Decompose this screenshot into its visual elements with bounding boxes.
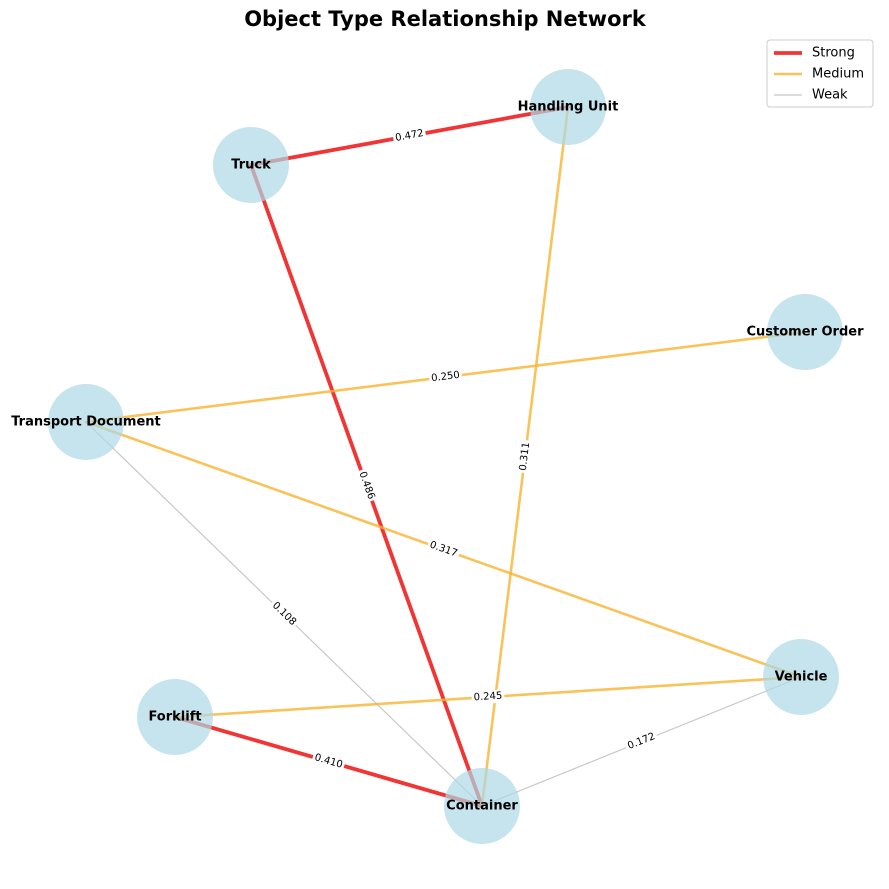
edge-label-group: 0.172 — [623, 729, 660, 754]
node-transport-document — [48, 384, 124, 460]
edge-label-group: 0.317 — [425, 537, 462, 562]
edge-label-background — [516, 439, 534, 474]
node-truck — [213, 127, 289, 203]
edge-label-group: 0.410 — [311, 750, 346, 773]
node-label-vehicle: Vehicle — [775, 670, 828, 685]
edge-label-background — [471, 689, 505, 705]
edge-weight-label: 0.250 — [431, 370, 461, 384]
edge-weight-label: 0.486 — [356, 470, 376, 501]
edge-label-group: 0.311 — [516, 439, 534, 474]
edge-weight-label: 0.172 — [626, 731, 657, 752]
edge-label-group: 0.245 — [471, 689, 505, 705]
edge-label-background — [623, 729, 660, 754]
edge-label-background — [267, 597, 301, 631]
edge-label-group: 0.486 — [354, 467, 379, 504]
node-container — [444, 768, 520, 844]
node-label-handling-unit: Handling Unit — [518, 100, 619, 115]
node-label-truck: Truck — [231, 158, 271, 173]
edge-weight-label: 0.245 — [473, 691, 502, 704]
edge-label-group: 0.250 — [428, 368, 463, 386]
node-forklift — [137, 679, 213, 755]
edge-weight-label: 0.311 — [518, 442, 532, 472]
edge-label-group: 0.108 — [267, 597, 301, 631]
node-customer-order — [767, 294, 843, 370]
node-handling-unit — [530, 69, 606, 145]
edge-weight-label: 0.108 — [270, 600, 298, 628]
edge-label-group: 0.472 — [392, 126, 427, 146]
legend-label-weak: Weak — [812, 88, 848, 103]
legend-box — [766, 39, 874, 108]
legend-label-medium: Medium — [812, 67, 864, 82]
node-label-customer-order: Customer Order — [747, 325, 865, 340]
edge-labels-layer: 0.472 0.486 0.410 0.311 0.250 0.317 0.245 0.108… — [267, 126, 660, 773]
edge-label-background — [392, 126, 427, 146]
edge-label-background — [428, 368, 463, 386]
edge-label-background — [311, 750, 346, 773]
legend-label-strong: Strong — [812, 46, 855, 61]
edge-weight-label: 0.317 — [428, 540, 459, 560]
edge-weight-label: 0.472 — [394, 128, 424, 144]
node-label-container: Container — [446, 799, 518, 814]
node-label-forklift: Forklift — [148, 710, 201, 725]
edge-label-background — [354, 467, 379, 504]
node-label-transport-document: Transport Document — [11, 415, 161, 430]
chart-title: Object Type Relationship Network — [244, 7, 647, 31]
edge-label-background — [425, 537, 462, 562]
node-vehicle — [763, 639, 839, 715]
